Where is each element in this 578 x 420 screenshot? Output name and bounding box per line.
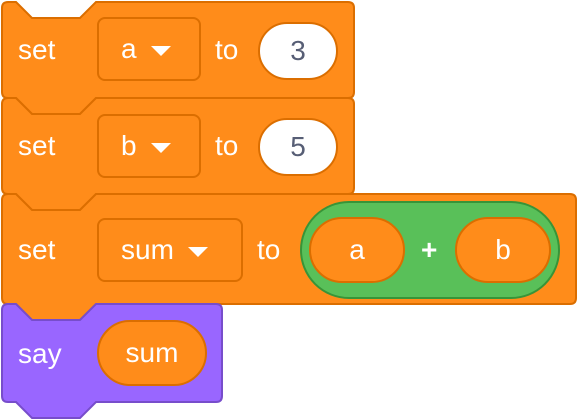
- set-a-to-label: to: [215, 34, 239, 65]
- operand-left-reporter[interactable]: a: [309, 217, 405, 283]
- variable-dropdown-label: sum: [121, 234, 174, 265]
- say-keyword: say: [18, 338, 62, 369]
- caret-down-icon: [187, 247, 208, 257]
- set-sum-to-label: to: [257, 234, 281, 265]
- caret-down-icon: [150, 46, 171, 56]
- variable-dropdown-b[interactable]: b: [97, 114, 201, 178]
- operand-right-reporter[interactable]: b: [455, 217, 551, 283]
- set-b-value-input[interactable]: 5: [258, 118, 338, 176]
- set-sum-keyword: set: [18, 234, 56, 265]
- variable-dropdown-label: b: [121, 130, 137, 161]
- set-b-keyword: set: [18, 130, 56, 161]
- set-a-keyword: set: [18, 34, 56, 65]
- plus-operator-symbol: +: [421, 234, 438, 265]
- variable-dropdown-sum[interactable]: sum: [97, 218, 243, 282]
- set-a-value-input[interactable]: 3: [258, 22, 338, 80]
- variable-dropdown-a[interactable]: a: [97, 17, 201, 81]
- caret-down-icon: [150, 143, 171, 153]
- variable-dropdown-label: a: [121, 33, 137, 64]
- set-b-to-label: to: [215, 130, 239, 161]
- say-sum-reporter[interactable]: sum: [97, 320, 207, 386]
